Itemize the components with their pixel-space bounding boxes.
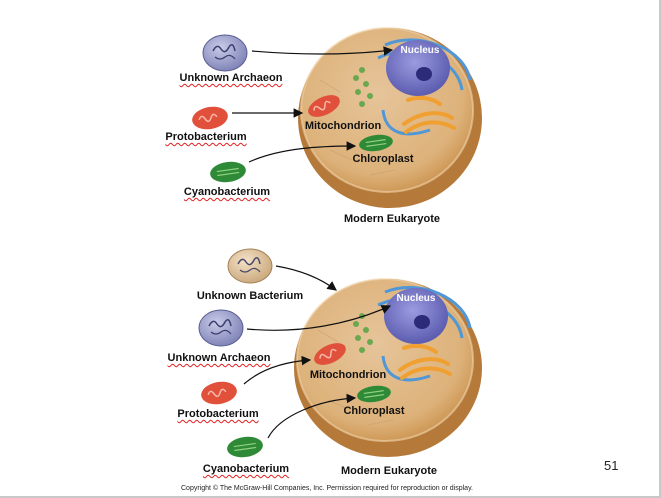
top-archaeon-cell <box>202 34 248 72</box>
bottom-nucleus <box>384 288 448 344</box>
bottom-cell-title: Modern Eukaryote <box>341 465 437 477</box>
bottom-golgi <box>398 343 452 380</box>
bottom-label-protobacterium: Protobacterium <box>177 408 259 420</box>
top-inner-mitochondrion <box>308 95 340 117</box>
top-inner-chloroplast <box>359 134 393 152</box>
top-label-mitochondrion: Mitochondrion <box>304 120 382 132</box>
top-protobacterium-cell <box>192 106 228 130</box>
bottom-label-chloroplast: Chloroplast <box>343 405 405 417</box>
top-golgi <box>402 95 456 134</box>
top-cyanobacterium-cell <box>210 161 246 183</box>
bottom-inner-chloroplast <box>357 385 391 403</box>
top-rough-er <box>353 67 373 107</box>
bottom-label-unknown-bacterium: Unknown Bacterium <box>196 290 304 302</box>
bottom-label-nucleus: Nucleus <box>396 293 436 304</box>
bottom-label-mitochondrion: Mitochondrion <box>309 369 387 381</box>
page-number: 51 <box>604 458 619 473</box>
top-eukaryote-cell <box>298 27 482 208</box>
bottom-arrows <box>243 265 392 439</box>
top-label-chloroplast: Chloroplast <box>352 153 414 165</box>
bottom-free-organisms <box>198 248 273 458</box>
bottom-rough-er <box>353 313 373 353</box>
bottom-arrow-archaeon <box>246 305 392 331</box>
top-label-cyanobacterium: Cyanobacterium <box>183 186 271 198</box>
bottom-protobacterium-cell <box>201 381 237 405</box>
top-arrow-archaeon <box>251 46 394 56</box>
copyright-notice: Copyright © The McGraw-Hill Companies, I… <box>180 485 474 492</box>
bottom-cyanobacterium-cell <box>227 436 263 458</box>
top-free-organisms <box>192 34 248 183</box>
top-cell-title: Modern Eukaryote <box>344 213 440 225</box>
bottom-archaeon-cell <box>198 309 244 347</box>
top-arrow-cyanobacterium <box>248 141 357 163</box>
top-cytoplasm-texture <box>319 79 396 176</box>
bottom-bacterium-cell <box>227 248 273 284</box>
top-label-protobacterium: Protobacterium <box>165 131 247 143</box>
bottom-cytoplasm-texture <box>317 329 394 426</box>
top-label-unknown-archaeon: Unknown Archaeon <box>179 72 283 84</box>
top-nucleus <box>386 40 450 96</box>
bottom-arrow-protobacterium <box>243 355 312 385</box>
bottom-eukaryote-cell <box>294 278 482 457</box>
bottom-arrow-cyanobacterium <box>267 393 357 439</box>
top-arrows <box>232 46 394 163</box>
bottom-arrow-bacterium <box>275 265 337 291</box>
bottom-label-cyanobacterium: Cyanobacterium <box>202 463 290 475</box>
top-label-nucleus: Nucleus <box>400 45 440 56</box>
bottom-inner-mitochondrion <box>314 343 346 365</box>
bottom-label-unknown-archaeon: Unknown Archaeon <box>167 352 271 364</box>
